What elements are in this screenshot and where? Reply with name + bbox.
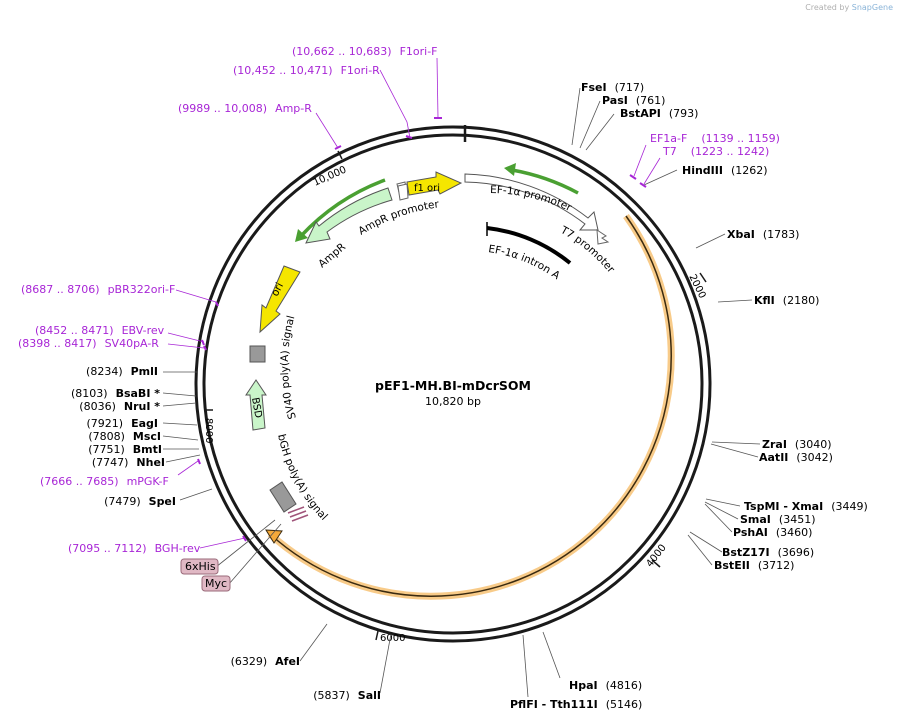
ruler-tick-6000: 6000 [375,630,405,644]
enzyme-pflfi-tth111i[interactable]: PflFI - Tth111I(5146) [510,698,642,711]
enzyme-bsabi[interactable]: (8103)BsaBI * [71,387,160,400]
snapgene-logo: SnapGene [851,3,893,12]
enzyme-aatii[interactable]: AatII(3042) [759,451,833,464]
enzyme-bmti[interactable]: (7751)BmtI [88,443,162,456]
ruler-label-6000: 6000 [380,633,405,644]
ampr-label: AmpR [316,241,348,270]
tag-leader-lines [215,519,282,585]
enzyme-bstz17i[interactable]: BstZ17I(3696) [722,546,814,559]
orange-feature-line [269,215,672,597]
ruler-label-4000: 4000 [644,543,668,570]
ori-label: ori [269,281,286,299]
enzyme-afei[interactable]: (6329)AfeI [231,655,300,668]
primer-leader-lines [167,57,661,549]
ruler-tick-4000: 4000 [644,543,668,570]
enzyme-xbai[interactable]: XbaI(1783) [727,228,799,241]
enzyme-labels: FseI(717) PasI(761) BstAPI(793) HindIII(… [510,81,868,711]
enzyme-labels-left: (5837)SalI (6329)AfeI (7479)SpeI (7747)N… [71,365,381,702]
ef1a-promoter-feature [464,173,599,231]
enzyme-pasi[interactable]: PasI(761) [602,94,665,107]
enzyme-fsei[interactable]: FseI(717) [581,81,644,94]
t7-promoter-feature [596,229,610,245]
green-arrow-top-left-head-icon [295,229,308,242]
enzyme-eagi[interactable]: (7921)EagI [87,417,158,430]
green-arrow-top-right [511,168,579,195]
enzyme-tspmi-xmai[interactable]: TspMI - XmaI(3449) [744,500,868,513]
credit-line: Created by SnapGene [805,3,893,12]
enzyme-kfli[interactable]: KflI(2180) [754,294,819,307]
enzyme-pmli[interactable]: (8234)PmlI [86,365,158,378]
primer-bgh-rev[interactable]: (7095 .. 7112)BGH-rev [68,542,201,555]
credit-prefix: Created by [805,3,850,12]
f1-ori-feature [406,171,463,196]
plasmid-size: 10,820 bp [425,395,481,408]
backbone-outer-ring [194,125,712,643]
enzyme-msci[interactable]: (7808)MscI [88,430,161,443]
ef1a-intron-feature [486,226,572,265]
primer-sv40pa-r[interactable]: (8398 .. 8417)SV40pA-R [18,337,159,350]
primer-t7[interactable]: T7(1223 .. 1242) [662,145,769,158]
sv40-polya-feature [249,345,266,363]
backbone-inner-ring [202,133,704,635]
tag-marks-icon [287,506,309,522]
bgh-polya-feature [269,481,297,513]
enzyme-nhei[interactable]: (7747)NheI [92,456,165,469]
enzyme-sali[interactable]: (5837)SalI [313,689,381,702]
ruler-label-8000: 8000 [203,418,214,443]
tag-6xhis[interactable]: 6xHis [180,558,219,575]
tag-myc-label: Myc [205,577,227,590]
primer-labels: (10,662 .. 10,683)F1ori-F (10,452 .. 10,… [18,45,780,555]
enzyme-spei[interactable]: (7479)SpeI [104,495,176,508]
tag-myc[interactable]: Myc [201,575,231,592]
tag-6xhis-label: 6xHis [185,560,216,573]
enzyme-zrai[interactable]: ZraI(3040) [762,438,832,451]
primer-markers [197,117,647,542]
enzyme-hpai[interactable]: HpaI(4816) [569,679,642,692]
bsd-label: BSD [249,397,263,420]
enzyme-leader-lines [162,87,761,698]
enzyme-hindiii[interactable]: HindIII(1262) [682,164,768,177]
green-arrow-top-right-head-icon [504,163,516,176]
enzyme-nrui[interactable]: (8036)NruI * [79,400,160,413]
ampr-feature [305,187,393,244]
plasmid-name: pEF1-MH.BI-mDcrSOM [375,378,531,393]
primer-amp-r[interactable]: (9989 .. 10,008)Amp-R [178,102,312,115]
bsd-feature [245,379,267,431]
primer-f1ori-r[interactable]: (10,452 .. 10,471)F1ori-R [233,64,380,77]
ori-feature [259,265,301,334]
primer-mpgk-f[interactable]: (7666 .. 7685)mPGK-F [40,475,169,488]
enzyme-pshai[interactable]: PshAI(3460) [733,526,812,539]
t7-promoter-label: T7 promoter [558,224,618,276]
ruler-tick-8000: 8000 [203,409,214,443]
enzyme-bsteii[interactable]: BstEII(3712) [714,559,794,572]
enzyme-bstapi[interactable]: BstAPI(793) [620,107,698,120]
green-arrow-top-left [299,178,386,238]
sv40-polya-label: SV40 poly(A) signal [279,314,299,420]
primer-ef1a-f[interactable]: EF1a-F(1139 .. 1159) [650,132,780,145]
enzyme-smai[interactable]: SmaI(3451) [740,513,815,526]
ampr-promoter-feature [397,183,409,201]
primer-pbr322ori-f[interactable]: (8687 .. 8706)pBR322ori-F [21,283,175,296]
primer-f1ori-f[interactable]: (10,662 .. 10,683)F1ori-F [292,45,438,58]
primer-ebv-rev[interactable]: (8452 .. 8471)EBV-rev [35,324,165,337]
f1-ori-label: f1 ori [414,183,440,194]
